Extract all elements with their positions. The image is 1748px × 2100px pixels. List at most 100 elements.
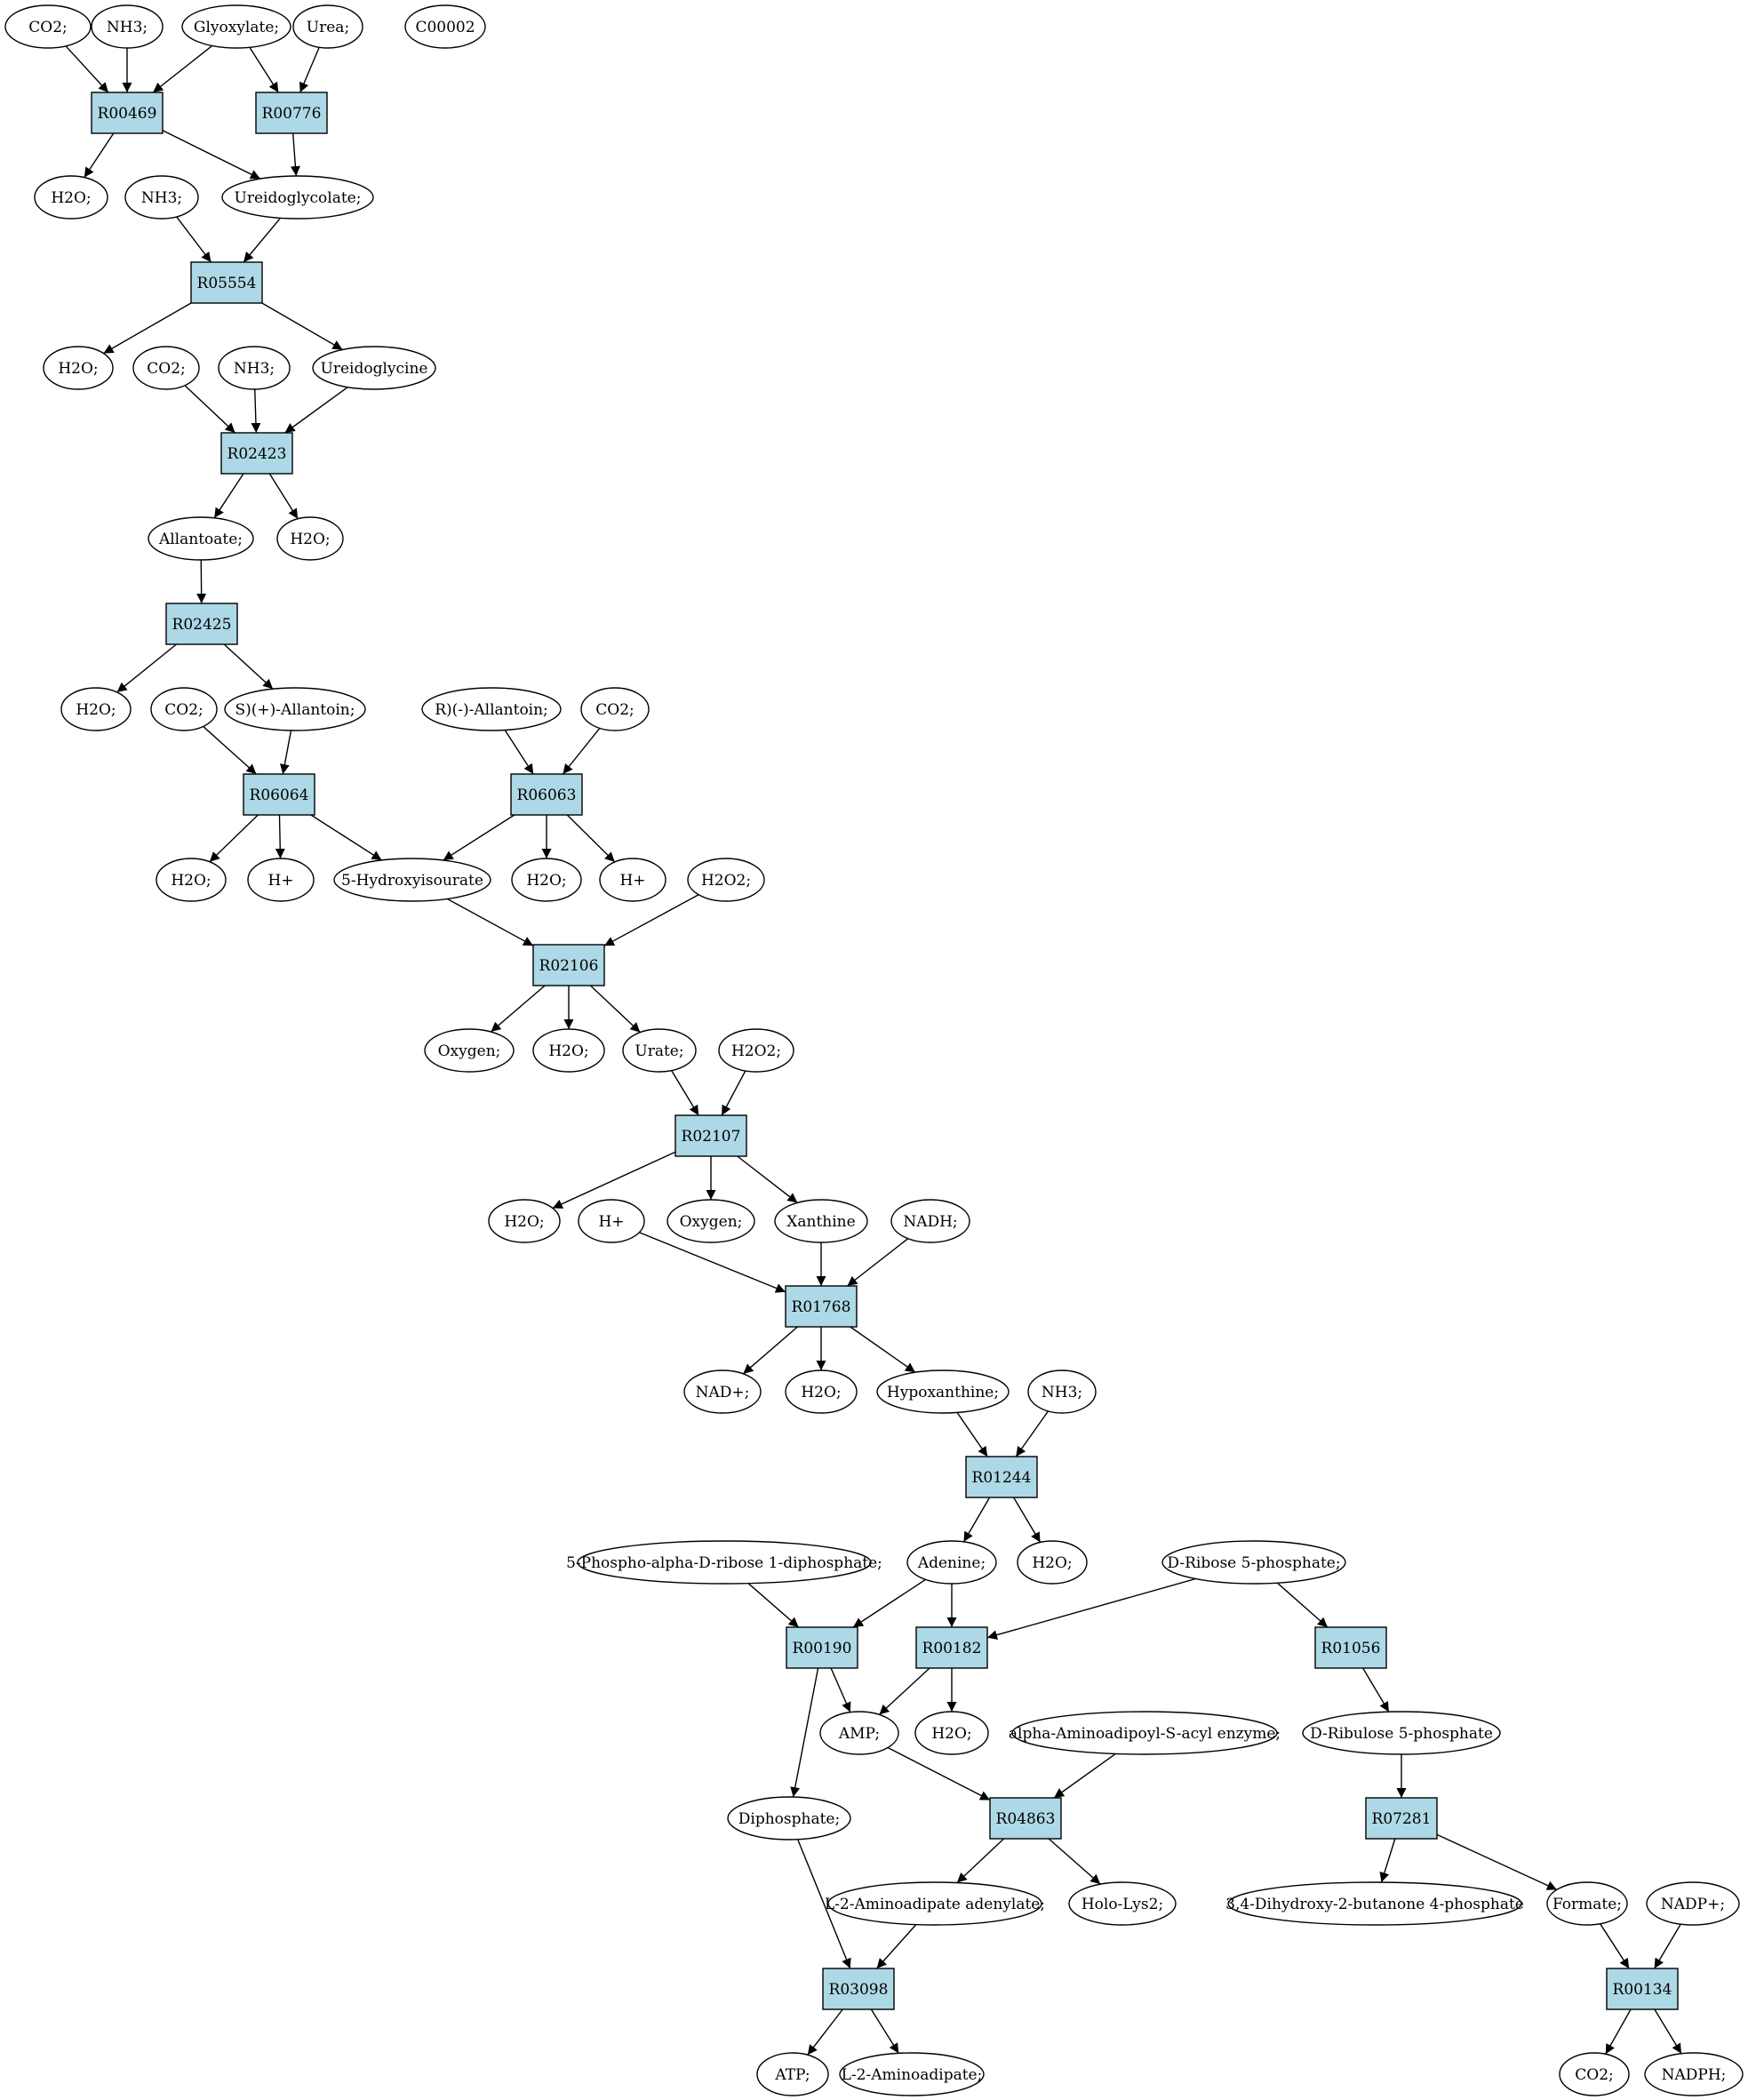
node-label: H+ <box>619 872 645 890</box>
node-label: Ureidoglycolate; <box>235 189 362 207</box>
edge-c42-to-r14 <box>1276 1582 1329 1628</box>
edge-c16-to-r6 <box>203 725 257 775</box>
compound-node-glyoxylate: Glyoxylate; <box>181 4 291 49</box>
edge-c4-to-r2 <box>299 46 320 93</box>
compound-node-urea: Urea; <box>292 4 363 49</box>
node-label: CO2; <box>28 19 68 36</box>
compound-ellipse <box>4 4 92 49</box>
node-label: R00469 <box>98 105 157 123</box>
compound-node-xanthine: Xanthine <box>774 1199 868 1243</box>
reaction-box <box>510 773 583 816</box>
reaction-node-r00469: R00469 <box>91 92 164 134</box>
node-label: Oxygen; <box>680 1213 743 1231</box>
edge-c3-to-r1 <box>152 44 213 93</box>
edge-r16-to-c50 <box>1379 1838 1396 1883</box>
reaction-node-r03098: R03098 <box>822 1968 895 2010</box>
node-label: Allantoate; <box>158 531 243 548</box>
compound-ellipse <box>580 687 650 731</box>
node-label: R00776 <box>262 105 322 123</box>
node-label: H2O; <box>171 872 211 890</box>
compound-node-h2o: H2O; <box>156 858 227 902</box>
compound-ellipse <box>1559 2052 1630 2096</box>
compound-ellipse <box>532 1028 605 1073</box>
edge-r4-to-c13 <box>213 473 244 519</box>
reaction-box <box>91 92 164 134</box>
compound-node-co2: CO2; <box>4 4 92 49</box>
compound-ellipse <box>914 1711 989 1755</box>
compound-node-nadp: NADP+; <box>1646 1881 1740 1926</box>
reaction-node-r05554: R05554 <box>190 261 263 304</box>
compound-ellipse <box>218 346 291 390</box>
reaction-box <box>786 1626 858 1669</box>
compound-ellipse <box>150 687 218 731</box>
compound-node-h2o: H2O; <box>511 858 582 902</box>
node-label: R01056 <box>1321 1640 1381 1657</box>
node-label: Hypoxanthine; <box>887 1384 999 1401</box>
compound-ellipse <box>1546 1881 1628 1926</box>
node-label: S)(+)-Allantoin; <box>235 701 355 719</box>
compound-node-allantoate: Allantoate; <box>148 516 254 561</box>
compound-node-h2o: H2O; <box>60 687 132 731</box>
compound-ellipse <box>774 1199 868 1243</box>
compound-node-d-ribose-5-phosphate: D-Ribose 5-phosphate; <box>1161 1540 1346 1585</box>
node-label: R01244 <box>972 1469 1032 1487</box>
compound-ellipse <box>1644 2052 1744 2096</box>
compound-node-h2o: H2O; <box>34 175 108 220</box>
edge-c11-to-r4 <box>251 388 261 434</box>
edge-c18-to-r7 <box>504 730 534 775</box>
compound-ellipse <box>727 1796 851 1840</box>
edge-c22-to-r8 <box>447 898 534 946</box>
compound-node-nh3: NH3; <box>1027 1369 1097 1414</box>
edge-c3-to-r2 <box>249 46 279 93</box>
node-label: alpha-Aminoadipoyl-S-acyl enzyme; <box>1009 1725 1281 1743</box>
compound-node-nh3: NH3; <box>218 346 291 390</box>
edge-r9-to-c30 <box>552 1151 676 1210</box>
node-label: R05554 <box>197 275 257 292</box>
node-label: R06063 <box>517 787 577 804</box>
compound-ellipse <box>247 858 315 902</box>
compound-node-amp: AMP; <box>819 1711 899 1755</box>
compound-ellipse <box>312 346 436 390</box>
node-label: H2O; <box>1032 1554 1072 1572</box>
reaction-node-r02425: R02425 <box>165 603 238 645</box>
compound-node-co2: CO2; <box>580 687 650 731</box>
compound-ellipse <box>622 1028 697 1073</box>
node-label: Ureidoglycine <box>321 360 428 378</box>
edge-c8-to-r3 <box>243 217 282 263</box>
compound-ellipse <box>1227 1881 1522 1926</box>
reaction-box <box>165 603 238 645</box>
node-label: R02425 <box>172 616 232 634</box>
node-label: ATP; <box>774 2066 810 2084</box>
compound-node-co2: CO2; <box>132 346 200 390</box>
compound-ellipse <box>876 1369 1010 1414</box>
reaction-node-r02423: R02423 <box>220 432 293 475</box>
node-label: 5-Hydroxyisourate <box>341 872 483 890</box>
node-label: NADPH; <box>1662 2066 1727 2084</box>
edge-r5-to-c17 <box>223 643 274 690</box>
compound-node-h2o: H2O; <box>276 516 344 561</box>
compound-ellipse <box>511 858 582 902</box>
compound-ellipse <box>718 1028 794 1073</box>
edge-c1-to-r1 <box>65 45 109 93</box>
node-label: H2O2; <box>701 872 751 890</box>
compound-ellipse <box>124 175 199 220</box>
reaction-node-r04863: R04863 <box>989 1797 1062 1840</box>
node-label: Adenine; <box>917 1554 986 1572</box>
compound-node-holo-lys2: Holo-Lys2; <box>1068 1881 1177 1926</box>
compound-node-nad: NAD+; <box>683 1369 762 1414</box>
node-label: L-2-Aminoadipate adenylate; <box>825 1896 1045 1913</box>
edge-c7-to-r3 <box>176 216 212 263</box>
node-label: R00134 <box>1613 1981 1672 1999</box>
compound-node-urate: Urate; <box>622 1028 697 1073</box>
compound-node-h: H+ <box>247 858 315 902</box>
node-label: H+ <box>598 1213 624 1231</box>
compound-node-s-allantoin: S)(+)-Allantoin; <box>224 687 366 731</box>
compound-node-c00002: C00002 <box>404 4 486 49</box>
reaction-box <box>190 261 263 304</box>
node-label: H2O; <box>801 1384 841 1401</box>
edge-c45-to-r15 <box>1053 1753 1116 1799</box>
compound-node-atp: ATP; <box>756 2052 829 2096</box>
edge-c31-to-r10 <box>639 1232 786 1293</box>
compound-ellipse <box>599 858 666 902</box>
